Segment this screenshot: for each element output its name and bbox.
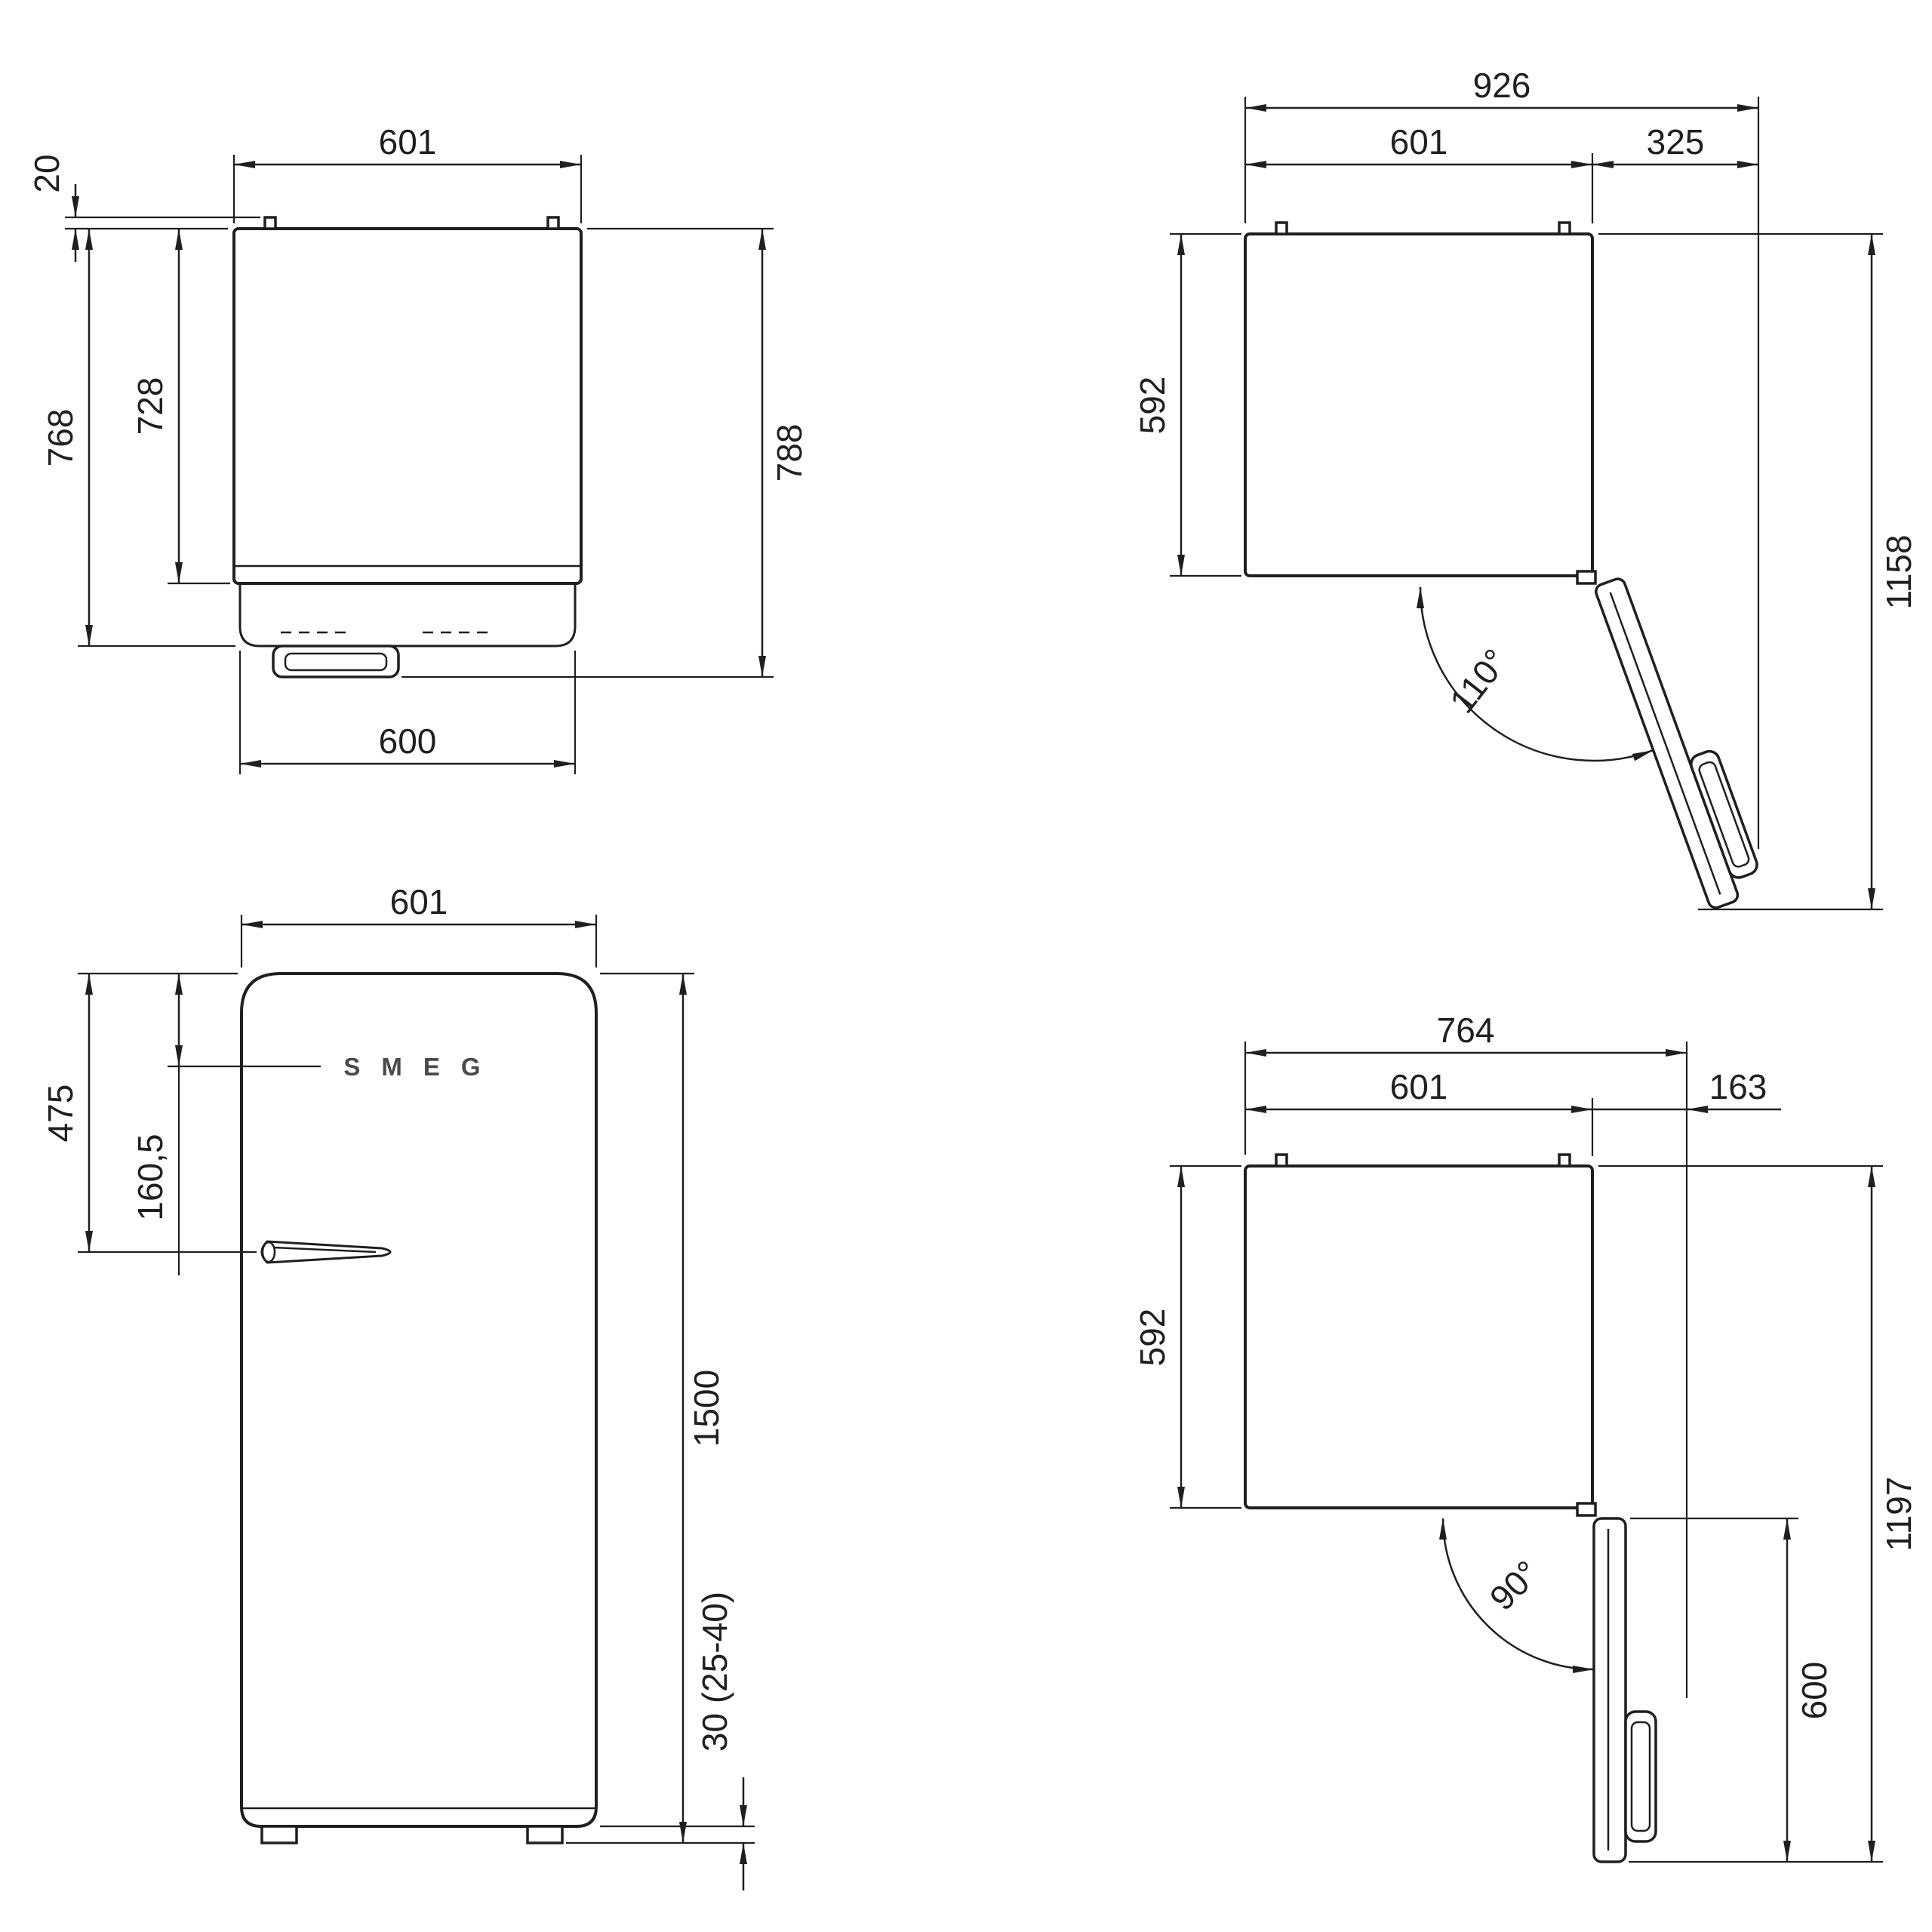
fridge-front-body: [240, 972, 598, 1828]
dim-label-depth-with-door: 768: [41, 409, 80, 467]
fridge-top-outline: [1244, 1153, 1594, 1509]
fridge-top-outline: [232, 216, 583, 678]
dim-label-door-projection-163: 163: [1709, 1067, 1767, 1106]
dim-label-front-width-601: 601: [390, 882, 448, 921]
hinge-pin-right: [546, 216, 560, 230]
dimension-door-projection: 163: [1592, 1067, 1781, 1113]
door-handle: [1624, 1710, 1657, 1843]
handle-top-inner: [284, 652, 388, 672]
top-view-door-open-110: 110° 926 601 325 592 1158: [1133, 66, 1918, 911]
cabinet-top-outline: [1244, 1164, 1594, 1509]
door-body: [1595, 577, 1740, 909]
top-view-door-closed: 601 20 768 728 788 600: [27, 122, 809, 774]
front-view: SMEG 601 475 160,: [41, 882, 755, 1890]
dim-label-height-1500: 1500: [687, 1370, 726, 1447]
fridge-top-outline: [1244, 221, 1594, 577]
top-view-door-open-90: 90° 764 601 163 592: [1133, 1011, 1918, 1863]
dimension-width: 601: [242, 882, 596, 928]
dim-label-width-top: 601: [379, 122, 437, 162]
dim-label-door-length-600: 600: [1795, 1662, 1834, 1720]
dimension-handle-offset: 475: [41, 974, 93, 1252]
door-handle-inner: [1630, 1721, 1651, 1832]
front-handle: [260, 1240, 392, 1264]
door-handle-inner: [1698, 761, 1750, 868]
dim-label-cabinet-depth-592: 592: [1133, 1309, 1172, 1367]
dimension-overall-width: 926: [1245, 66, 1758, 112]
door-body: [1592, 1517, 1627, 1863]
dimension-overall-width: 764: [1245, 1011, 1687, 1057]
cabinet-top-outline: [232, 227, 583, 585]
dim-label-cabinet-width-601: 601: [1390, 1067, 1448, 1106]
hinge-block: [1576, 1502, 1597, 1517]
dim-label-door-width: 600: [379, 721, 437, 761]
dimension-door-width: 600: [240, 721, 575, 768]
dim-label-overall-depth-1197: 1197: [1879, 1477, 1918, 1552]
foot-right: [526, 1825, 564, 1844]
dim-label-opening-angle-90: 90°: [1482, 1553, 1547, 1618]
open-door-90: [1592, 1517, 1657, 1863]
dimension-height: 1500: [679, 974, 726, 1843]
dim-label-opening-angle-110: 110°: [1442, 641, 1515, 720]
swing-arc-90: 90°: [1439, 1518, 1595, 1673]
door-top-outline: [238, 583, 577, 648]
dimension-depth-with-handle: 788: [758, 229, 809, 677]
dim-label-overall-depth-1158: 1158: [1879, 535, 1918, 610]
dimension-depth-cabinet: 728: [131, 229, 183, 583]
dimension-door-length: 600: [1783, 1518, 1834, 1862]
hinge-pin-right: [1558, 221, 1571, 235]
dimension-cabinet-depth: 592: [1133, 1166, 1185, 1508]
hinge-pin-right: [1558, 1153, 1571, 1168]
hinge-pin-left: [1275, 221, 1288, 235]
dim-label-overall-width-764: 764: [1437, 1011, 1495, 1050]
dim-label-cabinet-depth-592: 592: [1133, 377, 1172, 435]
dim-label-depth-with-handle: 788: [770, 424, 809, 482]
hinge-pin-left: [1275, 1153, 1288, 1168]
dimension-overall-depth-open: 1158: [1868, 234, 1918, 909]
smeg-logo: SMEG: [343, 1053, 501, 1081]
dimension-logo-offset: 160,5: [131, 974, 183, 1275]
extension-lines: [1170, 1041, 1883, 1863]
dim-label-feet-height: 30 (25-40): [695, 1592, 734, 1752]
swing-arc: [1439, 1518, 1595, 1673]
dimension-cabinet-width: 601: [1245, 1067, 1592, 1113]
dimension-width-top: 601: [234, 122, 581, 168]
open-door-110: [1595, 577, 1758, 909]
handle-inner-line: [272, 1246, 377, 1254]
dimension-depth-with-door: 768: [41, 229, 93, 646]
hinge-block: [1576, 570, 1597, 585]
hinge-pin-left: [263, 216, 277, 230]
door-handle: [1690, 749, 1758, 879]
dimension-feet-height: 30 (25-40): [695, 1592, 747, 1890]
dim-label-overall-width-926: 926: [1473, 66, 1531, 105]
dimension-pin-offset: 20: [27, 154, 79, 262]
swing-arc: [1417, 586, 1654, 762]
dim-label-pin-offset: 20: [27, 154, 66, 192]
dim-label-depth-cabinet: 728: [131, 377, 170, 435]
dim-label-logo-offset-160-5: 160,5: [131, 1134, 170, 1220]
cabinet-top-outline: [1244, 232, 1594, 577]
dimension-cabinet-depth: 592: [1133, 234, 1185, 576]
dimension-overall-depth-open: 1197: [1868, 1166, 1918, 1862]
handle-top-outline: [272, 645, 400, 678]
dim-label-handle-offset-475: 475: [41, 1084, 80, 1143]
door-seam: [1609, 592, 1721, 895]
dim-label-door-projection-325: 325: [1647, 122, 1705, 162]
extension-lines: [78, 915, 755, 1844]
dimension-door-projection: 325: [1592, 122, 1758, 168]
dimension-cabinet-width: 601: [1245, 122, 1592, 168]
foot-left: [260, 1825, 298, 1844]
fridge-front-outline: SMEG: [240, 972, 598, 1844]
handle-mount: [261, 1241, 276, 1263]
dim-label-cabinet-width-601: 601: [1390, 122, 1448, 162]
